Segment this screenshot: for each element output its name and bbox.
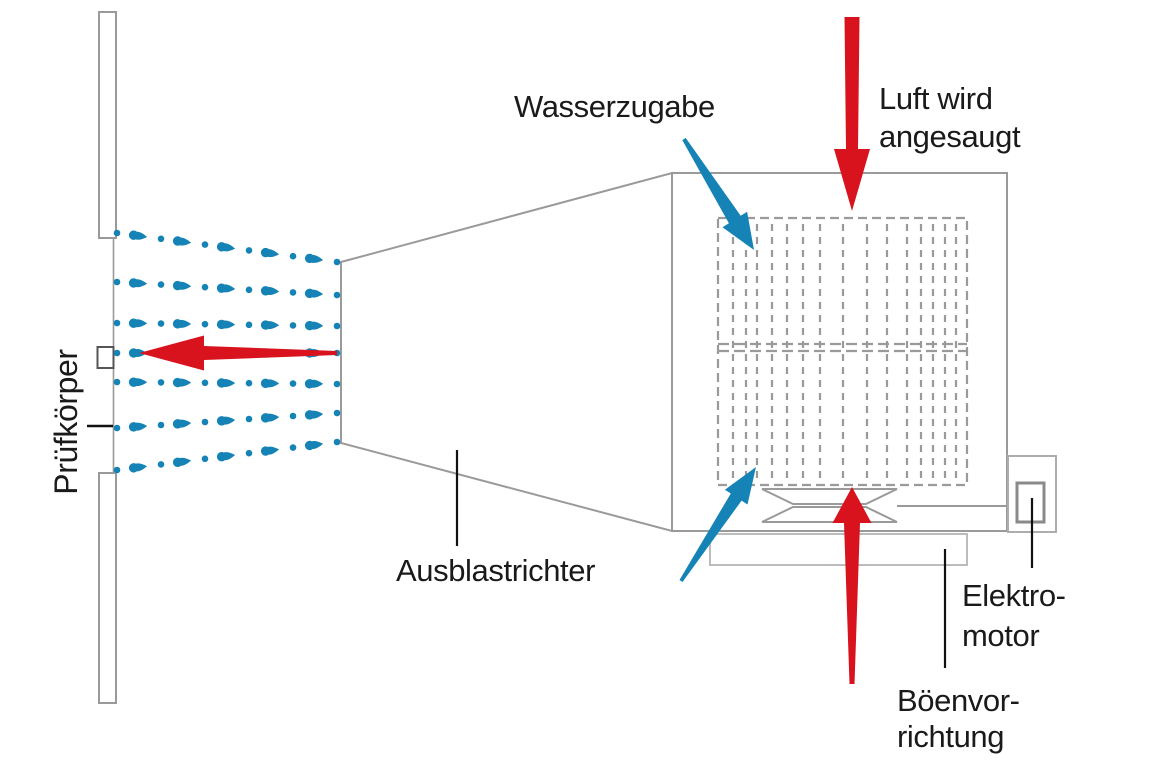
outflow-funnel [340, 171, 673, 533]
wall-lower-panel [98, 472, 117, 704]
label-wasserzugabe: Wasserzugabe [514, 89, 715, 124]
label-luft-line2: angesaugt [879, 119, 1021, 154]
flow-straightener-grid [716, 216, 969, 487]
label-ausblastrichter: Ausblastrichter [396, 553, 596, 588]
label-boenvorrichtung: Böenvor- richtung [897, 683, 1020, 755]
label-luft-wird-angesaugt: Luft wird angesaugt [879, 80, 1021, 156]
wall-upper-panel [98, 11, 117, 239]
water-spray-droplets [113, 229, 341, 474]
gust-platform [709, 533, 968, 566]
label-luft-line1: Luft wird [879, 81, 993, 116]
label-elektromotor: Elektro- motor [962, 576, 1066, 656]
water-inlet-arrow-top-icon [682, 137, 754, 250]
label-elektromotor-line1: Elektro- [962, 578, 1066, 613]
specimen-holder-bracket [96, 346, 115, 369]
water-inlet-arrow-bottom-icon [679, 467, 756, 582]
leader-lines [455, 450, 1034, 668]
label-elektromotor-line2: motor [962, 618, 1040, 653]
label-boenvorrichtung-line1: Böenvor- [897, 683, 1020, 718]
air-intake-arrow-down-icon [834, 17, 870, 211]
gust-arrow-up-icon [832, 487, 872, 684]
label-boenvorrichtung-line2: richtung [897, 719, 1005, 754]
airflow-arrow-left-icon [139, 335, 337, 371]
test-specimen-wall [87, 11, 117, 704]
label-pruefkoerper: Prüfkörper [48, 349, 84, 495]
flow-arrows [139, 17, 872, 684]
